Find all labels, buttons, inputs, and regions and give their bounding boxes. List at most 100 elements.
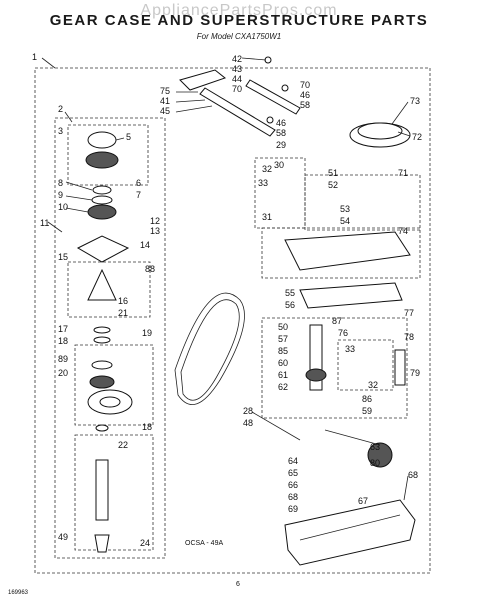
callout-label: 10 xyxy=(58,202,68,212)
callout-label: 57 xyxy=(278,334,288,344)
callout-label: 62 xyxy=(278,382,288,392)
callout-label: 16 xyxy=(118,296,128,306)
internal-parts-box xyxy=(261,317,408,419)
cover-gasket xyxy=(299,282,403,309)
callout-label: 59 xyxy=(362,406,372,416)
callout-label: 18 xyxy=(142,422,152,432)
assembly-boundary xyxy=(34,67,431,574)
callout-label: 55 xyxy=(285,288,295,298)
callout-label: 89 xyxy=(58,354,68,364)
callout-label: 30 xyxy=(274,160,284,170)
callout-label: 75 xyxy=(160,86,170,96)
callout-label: 51 xyxy=(328,168,338,178)
watermark: AppliancePartsPros.com xyxy=(140,2,338,19)
callout-label: 13 xyxy=(150,226,160,236)
callout-label: 85 xyxy=(278,346,288,356)
page-number: 6 xyxy=(236,581,240,588)
callout-label: 5 xyxy=(126,132,131,142)
callout-label: 71 xyxy=(398,168,408,178)
callout-label: 58 xyxy=(276,128,286,138)
callout-label: 58 xyxy=(300,100,310,110)
hub-box xyxy=(67,261,151,318)
callout-label: 15 xyxy=(58,252,68,262)
callout-label: 24 xyxy=(140,538,150,548)
diagram-title: GEAR CASE AND SUPERSTRUCTURE PARTS xyxy=(49,12,429,29)
callout-label: 9 xyxy=(58,190,63,200)
callout-label: 31 xyxy=(262,212,272,222)
callout-label: 78 xyxy=(404,332,414,342)
callout-label: 79 xyxy=(410,368,420,378)
callout-label: 18 xyxy=(58,336,68,346)
callout-label: 86 xyxy=(362,394,372,404)
pulley-box xyxy=(74,344,154,426)
callout-label: 21 xyxy=(118,308,128,318)
callout-label: 1 xyxy=(32,52,37,62)
callout-label: 3 xyxy=(58,126,63,136)
callout-label: 20 xyxy=(58,368,68,378)
callout-label: 32 xyxy=(262,164,272,174)
callout-label: 19 xyxy=(142,328,152,338)
callout-label: 70 xyxy=(300,80,310,90)
callout-label: 41 xyxy=(160,96,170,106)
shift-box xyxy=(337,339,394,391)
callout-label: 12 xyxy=(150,216,160,226)
gear-top-box xyxy=(67,124,149,186)
callout-label: 56 xyxy=(285,300,295,310)
callout-label: 76 xyxy=(338,328,348,338)
callout-label: 17 xyxy=(58,324,68,334)
callout-label: 69 xyxy=(288,504,298,514)
callout-label: 7 xyxy=(136,190,141,200)
callout-label: 64 xyxy=(288,456,298,466)
callout-label: 45 xyxy=(160,106,170,116)
callout-label: 49 xyxy=(58,532,68,542)
shaft-box xyxy=(74,434,154,551)
callout-label: 50 xyxy=(278,322,288,332)
gear-case-box xyxy=(261,227,421,279)
callout-label: 63 xyxy=(370,442,380,452)
callout-label: 33 xyxy=(345,344,355,354)
linkage-parts xyxy=(179,56,301,137)
callout-label: 22 xyxy=(118,440,128,450)
callout-label: 77 xyxy=(404,308,414,318)
callout-label: 43 xyxy=(232,64,242,74)
gear-case-housing xyxy=(284,231,411,271)
bottom-gear-case xyxy=(284,499,416,566)
callout-label: 80 xyxy=(370,458,380,468)
callout-label: 70 xyxy=(232,84,242,94)
callout-label: 52 xyxy=(328,180,338,190)
plug-box xyxy=(304,174,421,231)
callout-label: 6 xyxy=(136,178,141,188)
callout-label: 66 xyxy=(288,480,298,490)
callout-label: 88 xyxy=(145,264,155,274)
callout-label: 60 xyxy=(278,358,288,368)
callout-label: 61 xyxy=(278,370,288,380)
internal-parts xyxy=(305,324,406,468)
callout-label: 11 xyxy=(40,218,49,228)
callout-label: 53 xyxy=(340,204,350,214)
callout-label: 65 xyxy=(288,468,298,478)
drawing-code: OCSA - 49A xyxy=(185,540,223,547)
callout-label: 68 xyxy=(408,470,418,480)
corner-code: 169963 xyxy=(8,590,29,596)
callout-label: 73 xyxy=(410,96,420,106)
callout-label: 44 xyxy=(232,74,242,84)
callout-label: 33 xyxy=(258,178,268,188)
callout-label: 87 xyxy=(332,316,342,326)
drive-gear xyxy=(367,442,393,468)
drive-stack xyxy=(76,131,133,553)
callout-label: 29 xyxy=(276,140,286,150)
drive-belt xyxy=(174,292,245,405)
callout-label: 28 xyxy=(243,406,253,416)
callout-label: 54 xyxy=(340,216,350,226)
callout-label: 48 xyxy=(243,418,253,428)
callout-label: 42 xyxy=(232,54,242,64)
callout-label: 68 xyxy=(288,492,298,502)
callout-label: 67 xyxy=(358,496,368,506)
callout-label: 2 xyxy=(58,104,63,114)
callout-label: 8 xyxy=(58,178,63,188)
callout-labels: 1 2 3 5 6 7 8 9 10 11 12 13 14 15 16 21 … xyxy=(32,52,422,548)
callout-label: 72 xyxy=(412,132,422,142)
callout-label: 32 xyxy=(368,380,378,390)
callout-label: 46 xyxy=(276,118,286,128)
